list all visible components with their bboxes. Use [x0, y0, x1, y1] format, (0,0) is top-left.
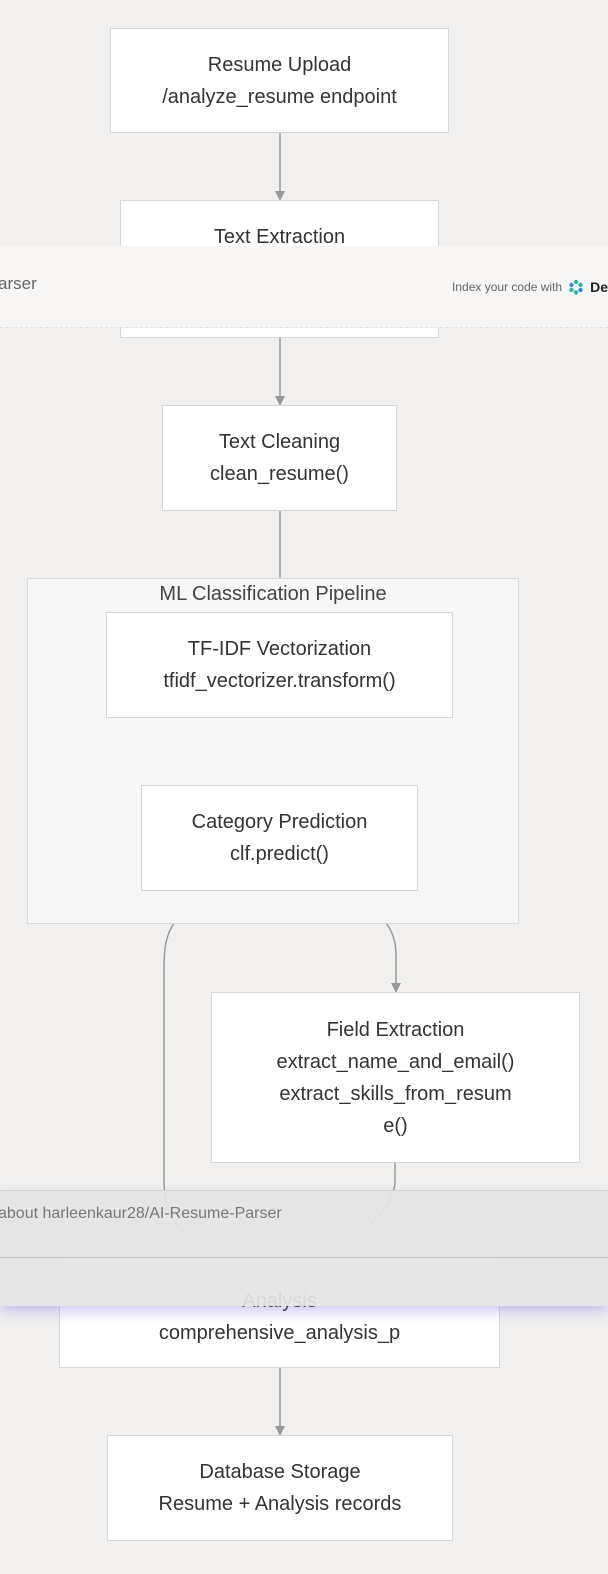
node-category-prediction: Category Prediction clf.predict(): [141, 785, 418, 891]
node-title: Resume Upload: [207, 53, 352, 76]
node-title: Database Storage: [199, 1461, 361, 1483]
edge-prediction-to-analysis: [163, 890, 211, 1241]
devin-brand: De: [590, 279, 608, 295]
node-title: TF-IDF Vectorization: [187, 638, 372, 660]
node-database-storage: Database Storage Resume + Analysis recor…: [107, 1435, 453, 1541]
node-line: extract_name_and_email(): [276, 1050, 515, 1073]
node-title: Field Extraction: [326, 1018, 465, 1041]
node-resume-upload: Resume Upload /analyze_resume endpoint: [110, 28, 449, 133]
node-line: extract_skills_from_resum: [279, 1082, 512, 1105]
node-title: Text Extraction: [213, 226, 346, 248]
index-text: Index your code with: [452, 280, 563, 294]
node-title: Text Cleaning: [218, 431, 341, 453]
node-subtitle: /analyze_resume endpoint: [162, 85, 397, 108]
node-subtitle: clf.predict(): [230, 843, 329, 865]
node-line: e(): [383, 1114, 408, 1137]
repo-header-bar: arser Index your code with De: [0, 246, 608, 328]
node-text-cleaning: Text Cleaning clean_resume(): [162, 405, 397, 511]
ask-question-bar[interactable]: about harleenkaur28/AI-Resume-Parser: [0, 1190, 608, 1306]
node-subtitle: clean_resume(): [210, 463, 349, 485]
node-subtitle: comprehensive_analysis_p: [158, 1322, 401, 1344]
devin-logo-icon: [569, 279, 583, 295]
node-field-extraction: Field Extraction extract_name_and_email(…: [211, 992, 580, 1163]
node-subtitle: tfidf_vectorizer.transform(): [163, 670, 396, 692]
ask-placeholder[interactable]: about harleenkaur28/AI-Resume-Parser: [0, 1205, 282, 1222]
divider: [0, 1257, 608, 1258]
node-tfidf-vectorization: TF-IDF Vectorization tfidf_vectorizer.tr…: [106, 612, 453, 718]
cluster-label: ML Classification Pipeline: [159, 583, 387, 605]
node-subtitle: Resume + Analysis records: [158, 1493, 402, 1515]
index-code-link[interactable]: Index your code with De: [452, 279, 608, 295]
repo-title[interactable]: arser: [0, 274, 37, 293]
node-title: Category Prediction: [191, 811, 368, 833]
